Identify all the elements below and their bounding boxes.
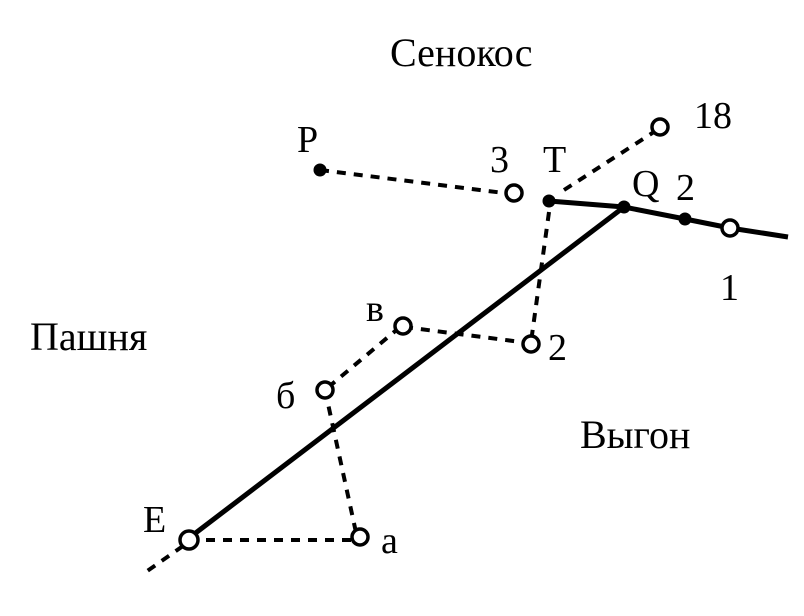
point-P-marker — [313, 163, 327, 177]
point-label-b: б — [276, 375, 295, 417]
point-v-marker — [393, 316, 413, 336]
dashed-line-v-2 — [403, 325, 530, 345]
dashed-line-E-extension — [141, 544, 185, 576]
point-1-marker — [720, 218, 740, 238]
point-label-T: T — [543, 139, 566, 181]
point-2-mid-marker — [521, 334, 541, 354]
boundary-line-T-east — [548, 198, 789, 240]
point-2-top-marker — [678, 212, 692, 226]
region-label-pasture: Выгон — [580, 412, 690, 457]
point-label-18: 18 — [694, 95, 732, 137]
region-label-arable: Пашня — [30, 314, 147, 359]
point-T-marker — [542, 194, 556, 208]
boundary-line-E-Q — [187, 205, 626, 540]
point-label-1: 1 — [720, 267, 739, 309]
point-label-2-mid: 2 — [548, 327, 567, 369]
point-label-P: P — [297, 119, 318, 161]
point-label-Q: Q — [632, 163, 659, 205]
dashed-line-T-2 — [529, 211, 551, 343]
point-label-3: 3 — [490, 139, 509, 181]
dashed-line-v-b — [323, 325, 402, 392]
dashed-line-b-a — [323, 389, 359, 538]
point-label-2-top: 2 — [676, 167, 695, 209]
point-a-marker — [350, 527, 370, 547]
point-3-marker — [504, 183, 524, 203]
point-18-marker — [650, 117, 670, 137]
point-Q-marker — [617, 200, 631, 214]
point-label-E: E — [143, 499, 166, 541]
region-label-hayfield: Сенокос — [390, 30, 532, 75]
point-b-marker — [315, 380, 335, 400]
point-label-v: в — [366, 288, 384, 330]
point-label-a: a — [381, 520, 398, 562]
point-E-marker — [178, 529, 200, 551]
dashed-line-P-3 — [319, 168, 513, 196]
dashed-line-T-18 — [562, 128, 659, 192]
